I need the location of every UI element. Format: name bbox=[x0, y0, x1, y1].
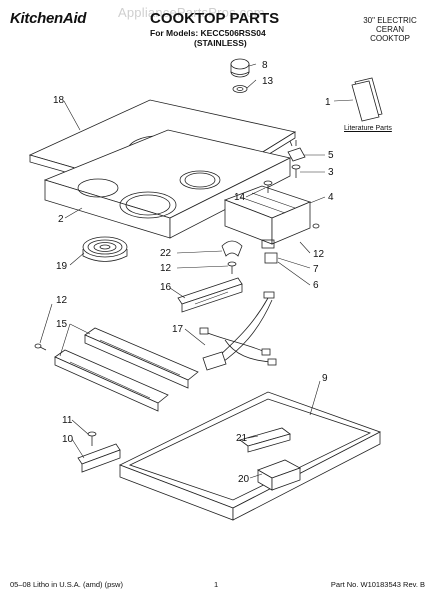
callout-6: 6 bbox=[313, 280, 319, 291]
product-type: 30" ELECTRIC CERAN COOKTOP bbox=[355, 16, 425, 43]
part-bottom-pan bbox=[118, 391, 382, 521]
part-clip-22 bbox=[221, 240, 243, 257]
callout-22: 22 bbox=[160, 248, 172, 259]
product-type-line-3: COOKTOP bbox=[370, 34, 410, 43]
callout-14: 14 bbox=[234, 192, 246, 203]
callout-17: 17 bbox=[172, 324, 184, 335]
brand-logo: KitchenAid bbox=[10, 10, 87, 27]
page-title: COOKTOP PARTS bbox=[150, 10, 280, 27]
product-type-line-2: CERAN bbox=[375, 25, 404, 34]
callout-21: 21 bbox=[236, 433, 248, 444]
callout-11: 11 bbox=[62, 415, 73, 426]
part-bracket-10 bbox=[77, 443, 121, 473]
part-literature bbox=[351, 77, 383, 122]
part-bracket-20 bbox=[257, 459, 301, 491]
callout-16: 16 bbox=[160, 282, 172, 293]
model-line: For Models: KECC506RSS04 bbox=[150, 28, 266, 38]
callout-13: 13 bbox=[262, 76, 274, 87]
callout-15: 15 bbox=[56, 319, 68, 330]
literature-parts-label: Literature Parts bbox=[344, 125, 392, 132]
callout-4: 4 bbox=[328, 192, 334, 203]
product-type-line-1: 30" ELECTRIC bbox=[363, 16, 417, 25]
part-screw-3 bbox=[291, 164, 301, 178]
callout-1: 1 bbox=[325, 97, 331, 108]
part-control-knob bbox=[230, 58, 250, 93]
callout-12-mid: 12 bbox=[160, 263, 172, 274]
callout-2: 2 bbox=[58, 214, 64, 225]
callout-10: 10 bbox=[62, 434, 74, 445]
callout-9: 9 bbox=[322, 373, 328, 384]
part-number: Part No. W10183543 Rev. B bbox=[330, 580, 425, 589]
part-wire-harness bbox=[199, 291, 277, 371]
callout-12-left: 12 bbox=[56, 295, 68, 306]
callout-3: 3 bbox=[328, 167, 334, 178]
callout-8: 8 bbox=[262, 60, 268, 71]
model-numbers: For Models: KECC506RSS04 (STAINLESS) bbox=[150, 28, 266, 48]
callout-19: 19 bbox=[56, 261, 68, 272]
callout-12-right: 12 bbox=[313, 249, 325, 260]
part-switch bbox=[287, 140, 306, 162]
part-screw-11 bbox=[87, 431, 97, 446]
callout-5: 5 bbox=[328, 150, 334, 161]
model-finish: (STAINLESS) bbox=[194, 38, 247, 48]
callout-20: 20 bbox=[238, 474, 250, 485]
callout-numbers: 8 13 18 1 5 3 14 4 2 22 12 7 12 6 19 16 … bbox=[53, 60, 334, 485]
part-control-bracket bbox=[223, 180, 320, 264]
part-side-rails bbox=[34, 327, 199, 412]
part-surface-element bbox=[82, 236, 128, 262]
leader-lines bbox=[39, 63, 354, 479]
part-bracket-21 bbox=[239, 427, 291, 453]
page-number: 1 bbox=[214, 580, 219, 589]
callout-7: 7 bbox=[313, 264, 319, 275]
part-bracket-16 bbox=[177, 277, 243, 313]
watermark: AppliancePartsPros.com bbox=[118, 5, 265, 20]
callout-18: 18 bbox=[53, 95, 65, 106]
part-screw-12a bbox=[227, 261, 237, 274]
litho-note: 05–08 Litho in U.S.A. (amd) (psw) bbox=[10, 580, 123, 589]
